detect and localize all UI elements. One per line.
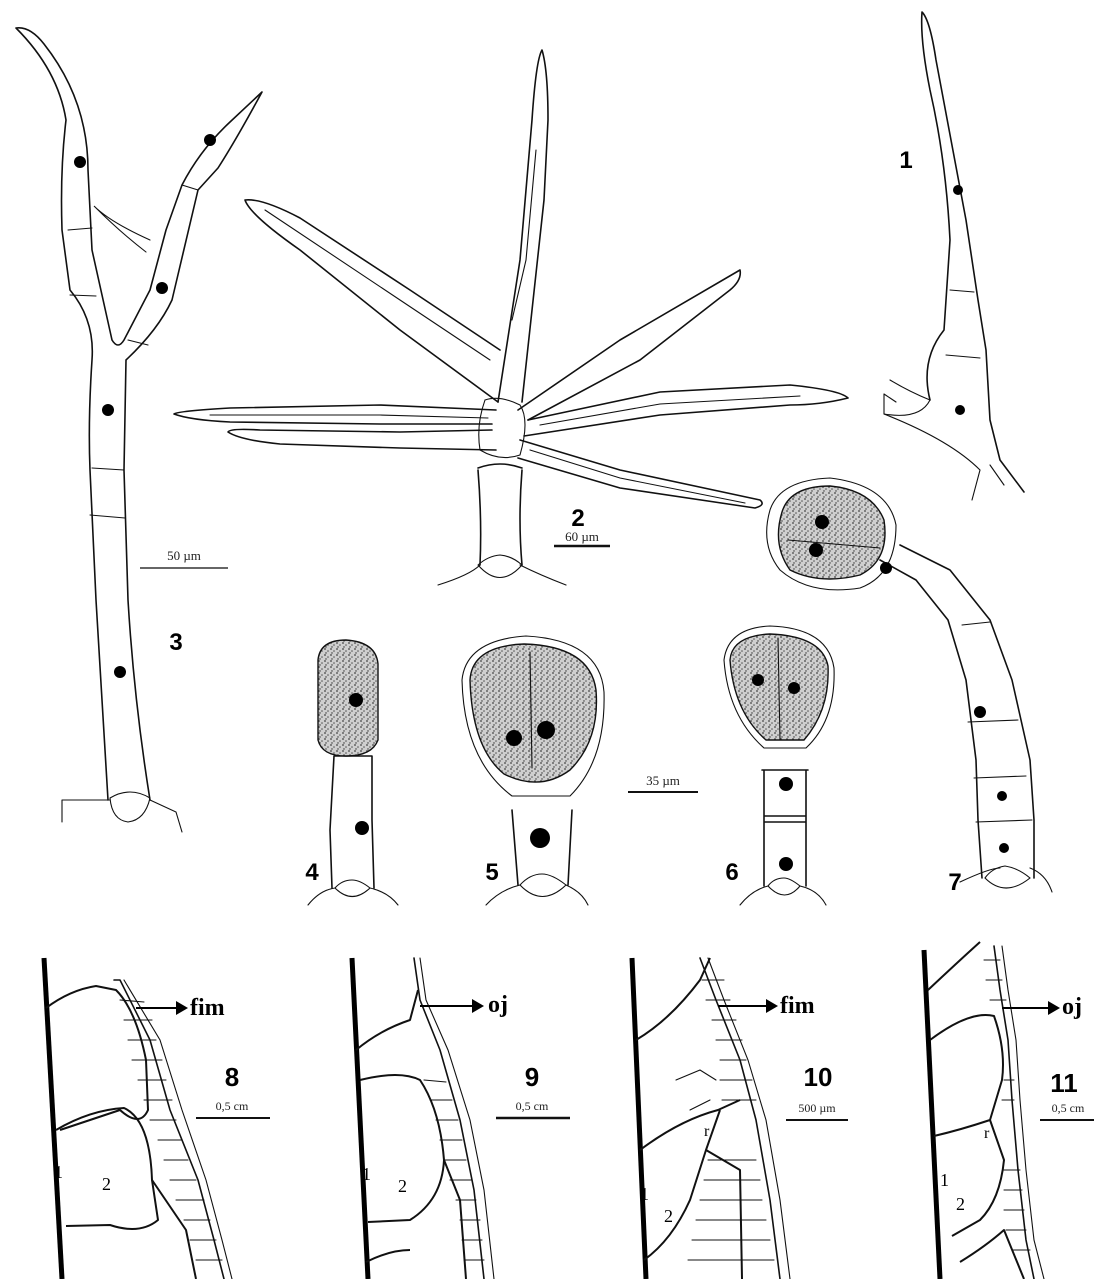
figure-10-scale-bar: 500 µm	[786, 1101, 848, 1120]
figure-9-arrow: oj	[420, 992, 508, 1018]
figure-3-branched-hair	[16, 28, 262, 832]
figure-10-cell-label-1: 1	[640, 1184, 649, 1204]
figure-7-number: 7	[948, 869, 961, 896]
figure-9-scale-label: 0,5 cm	[516, 1099, 549, 1113]
figure-3-scale-label: 50 µm	[167, 548, 201, 563]
figure-1-hair	[884, 12, 1024, 500]
figure-8-arrow: fim	[136, 995, 225, 1021]
figure-9-arrow-label: oj	[488, 992, 508, 1018]
figure-2-number: 2	[571, 505, 584, 532]
figure-8-cell-label-1: 1	[54, 1162, 63, 1182]
figure-10-arrow-label: fim	[780, 993, 815, 1019]
figure-9-number: 9	[525, 1062, 539, 1092]
figure-11-scale-bar: 0,5 cm	[1040, 1101, 1094, 1120]
figure-6-number: 6	[725, 859, 738, 886]
figure-10-arrow: fim	[718, 993, 815, 1019]
figure-10-scale-label: 500 µm	[798, 1101, 836, 1115]
figure-1-number: 1	[899, 147, 912, 174]
figure-11-number: 11	[1050, 1068, 1078, 1098]
figure-10-cell-label-2: 2	[664, 1206, 673, 1226]
figure-11-cell-label-2: 2	[956, 1194, 965, 1214]
figure-2-stellate-hair	[174, 50, 848, 585]
figure-5-glandular-hair	[462, 636, 604, 905]
figure-3-scale-bar: 50 µm	[140, 548, 228, 568]
figure-5-number: 5	[485, 859, 498, 886]
figure-10-number: 10	[804, 1062, 833, 1092]
figure-4-number: 4	[305, 859, 319, 886]
figure-11-arrow-label: oj	[1062, 994, 1082, 1020]
figure-11-cell-label-1: 1	[940, 1170, 949, 1190]
figure-9-scale-bar: 0,5 cm	[496, 1099, 570, 1118]
figure-8-cell-label-2: 2	[102, 1174, 111, 1194]
figure-9-cell-label-1: 1	[362, 1164, 371, 1184]
center-scale-label: 35 µm	[646, 773, 680, 788]
figure-9-cell-label-2: 2	[398, 1176, 407, 1196]
figure-8-scale-label: 0,5 cm	[216, 1099, 249, 1113]
figure-8-arrow-label: fim	[190, 995, 225, 1021]
figure-11-arrow: oj	[1002, 994, 1082, 1020]
figure-3-number: 3	[169, 629, 182, 656]
figure-11-section	[924, 942, 1044, 1279]
figure-11-cell-label-r: r	[984, 1125, 990, 1142]
figure-10-cell-label-r: r	[704, 1123, 710, 1140]
figure-6-glandular-hair	[724, 626, 834, 905]
figure-4-glandular-hair	[308, 640, 398, 905]
center-scale-bar: 35 µm	[628, 773, 698, 792]
figure-8-scale-bar: 0,5 cm	[196, 1099, 270, 1118]
figure-8-number: 8	[225, 1062, 239, 1092]
figure-11-scale-label: 0,5 cm	[1052, 1101, 1085, 1115]
